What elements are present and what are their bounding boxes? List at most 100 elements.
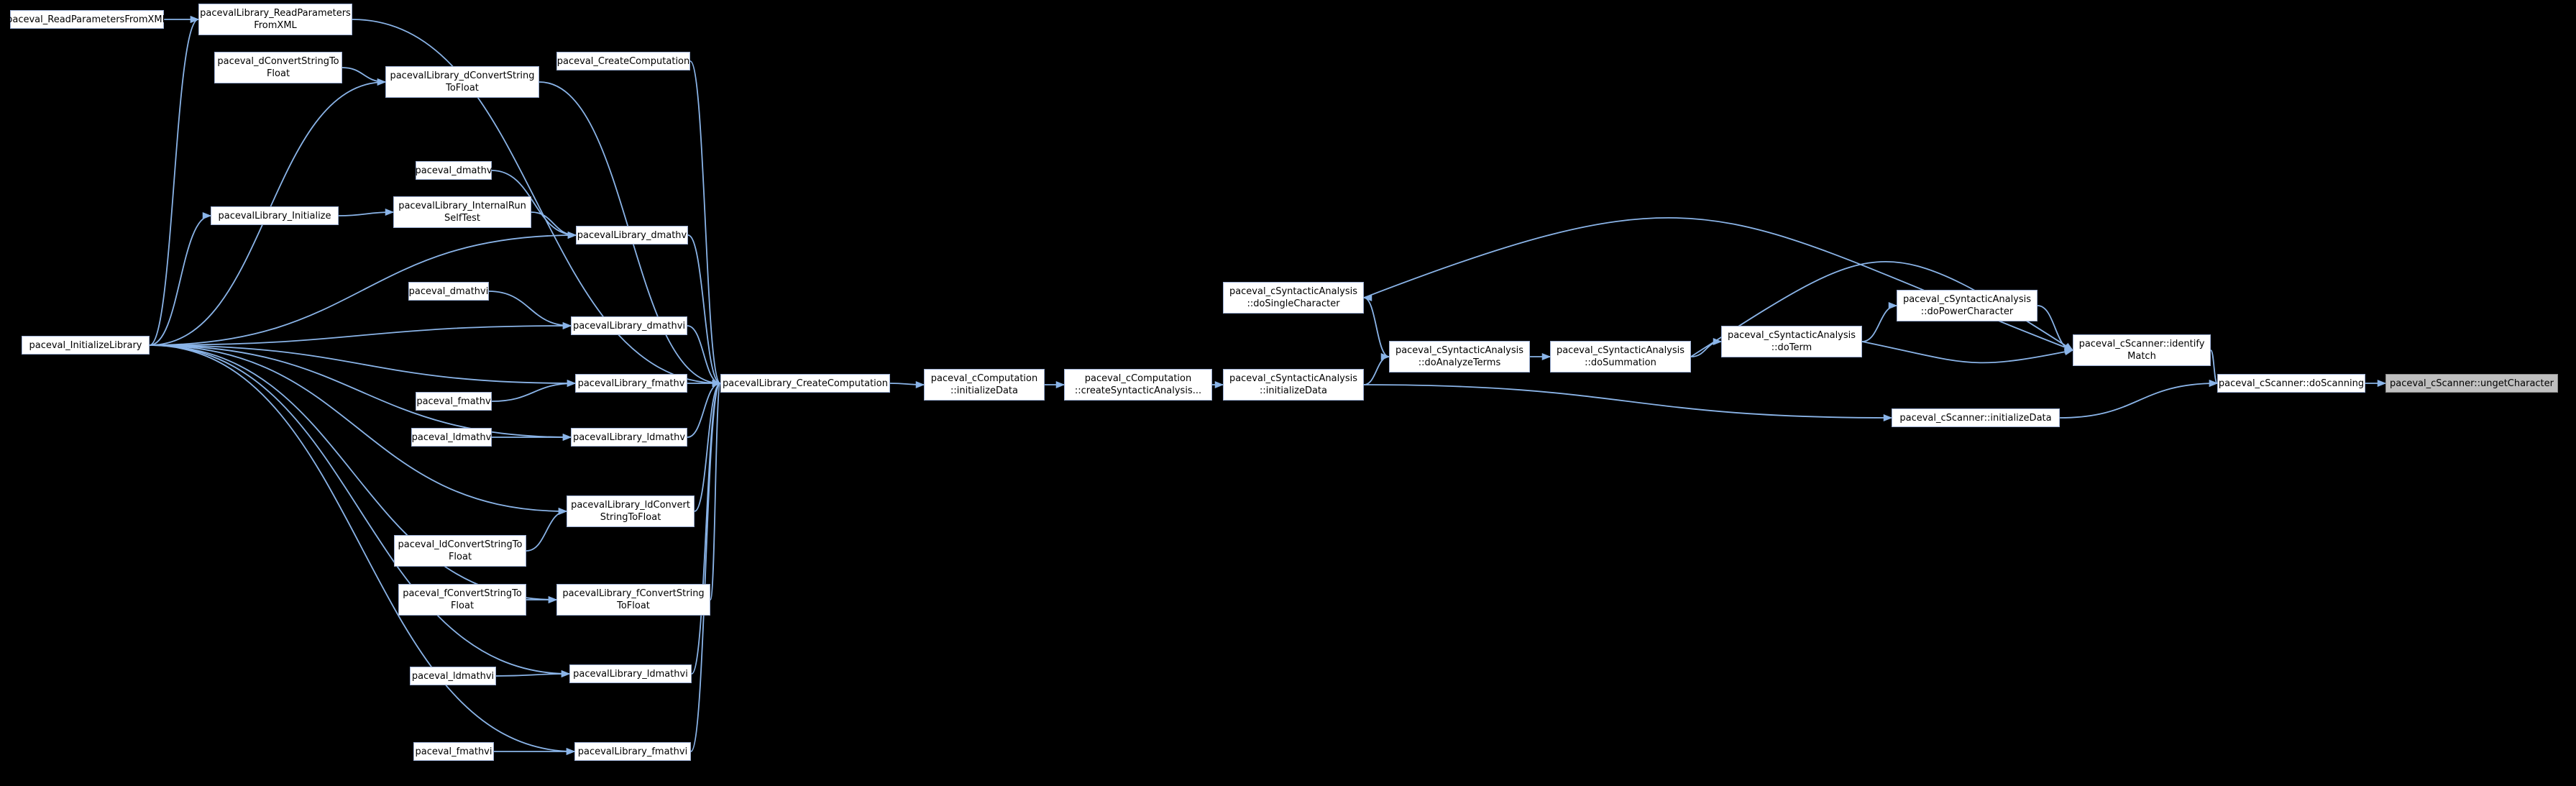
- call-edge: [149, 344, 571, 677]
- graph-node[interactable]: pacevalLibrary_fmathv: [575, 374, 687, 393]
- graph-node[interactable]: pacevalLibrary_dmathvi: [571, 316, 687, 335]
- graph-node[interactable]: paceval_fmathv: [416, 392, 492, 411]
- graph-node[interactable]: paceval_InitializeLibrary: [22, 336, 150, 355]
- graph-node-label: ::initializeData: [1260, 385, 1327, 396]
- call-edge: [1690, 338, 1723, 357]
- graph-node[interactable]: paceval_cSyntacticAnalysis::doTerm: [1721, 326, 1862, 357]
- graph-node[interactable]: paceval_cComputation::initializeData: [924, 369, 1045, 401]
- call-edge: [149, 344, 576, 755]
- call-edge: [352, 19, 722, 387]
- graph-node-label: FromXML: [254, 20, 297, 31]
- graph-node-label: paceval_ldConvertStringTo: [398, 539, 523, 550]
- graph-node-label: paceval_cSyntacticAnalysis: [1902, 294, 2032, 305]
- graph-node-label: SelfTest: [444, 213, 481, 224]
- call-edge: [691, 380, 722, 675]
- graph-node-label: pacevalLibrary_fmathvi: [577, 746, 688, 757]
- graph-node-label: paceval_fConvertStringTo: [403, 588, 522, 599]
- graph-node-label: paceval_cScanner::doScanning: [2218, 378, 2365, 389]
- graph-node[interactable]: paceval_CreateComputation: [556, 52, 690, 70]
- graph-node-label: paceval_cScanner::initializeData: [1899, 412, 2052, 424]
- call-edge: [149, 344, 572, 441]
- graph-node-label: pacevalLibrary_ldConvert: [571, 500, 690, 511]
- graph-node-label: pacevalLibrary_dmathv: [577, 229, 687, 241]
- call-edge: [149, 16, 200, 346]
- graph-node-label: pacevalLibrary_CreateComputation: [723, 378, 888, 389]
- graph-node[interactable]: paceval_dmathv: [415, 161, 492, 180]
- call-edge: [694, 380, 722, 512]
- graph-node[interactable]: paceval_dmathvi: [408, 282, 489, 301]
- graph-node[interactable]: paceval_cScanner::doScanning: [2217, 374, 2365, 393]
- graph-node[interactable]: pacevalLibrary_CreateComputation: [720, 374, 890, 393]
- graph-node-current: paceval_cScanner::ungetCharacter: [2385, 374, 2558, 393]
- graph-node[interactable]: paceval_cScanner::initializeData: [1892, 408, 2060, 427]
- graph-node-label: Float: [266, 68, 290, 79]
- graph-node[interactable]: paceval_cComputation::createSyntacticAna…: [1064, 369, 1212, 401]
- graph-node-label: paceval_ReadParametersFromXML: [6, 14, 168, 25]
- graph-node-label: StringToFloat: [600, 512, 661, 523]
- graph-node-label: ::doTerm: [1771, 342, 1812, 353]
- graph-node-label: ::doAnalyzeTerms: [1418, 357, 1501, 368]
- graph-node-label: paceval_InitializeLibrary: [29, 339, 142, 351]
- graph-node-label: Float: [450, 600, 475, 611]
- call-edge: [690, 380, 722, 752]
- graph-node[interactable]: pacevalLibrary_Initialize: [211, 206, 339, 225]
- graph-node-label: ::initializeData: [950, 385, 1018, 396]
- call-edge: [1363, 353, 1390, 385]
- graph-node-label: paceval_cSyntacticAnalysis: [1556, 345, 1685, 356]
- graph-node-label: paceval_cSyntacticAnalysis: [1727, 330, 1856, 341]
- call-edge: [149, 322, 572, 346]
- graph-node-label: ToFloat: [446, 83, 479, 93]
- graph-node-label: paceval_CreateComputation: [556, 55, 690, 67]
- graph-node[interactable]: paceval_ldmathvi: [410, 667, 496, 685]
- graph-node[interactable]: pacevalLibrary_dmathv: [576, 226, 688, 245]
- call-edge: [687, 234, 722, 387]
- graph-node-label: pacevalLibrary_dConvertString: [390, 70, 535, 81]
- graph-node-label: ToFloat: [617, 600, 650, 611]
- call-edge: [149, 212, 212, 346]
- graph-node-label: ::createSyntacticAnalysis...: [1074, 385, 1202, 396]
- call-edge: [342, 67, 387, 86]
- graph-node-label: paceval_ldmathvi: [411, 670, 495, 682]
- graph-node-label: paceval_dmathv: [415, 165, 492, 176]
- graph-node[interactable]: paceval_fmathvi: [413, 742, 494, 761]
- call-edge: [2059, 380, 2219, 419]
- call-edge: [710, 380, 722, 600]
- call-edge: [689, 60, 722, 387]
- graph-node-label: paceval_cComputation: [930, 373, 1038, 384]
- graph-node[interactable]: pacevalLibrary_ldmathv: [571, 428, 687, 447]
- call-edge: [1363, 384, 1893, 421]
- graph-node-label: paceval_cSyntacticAnalysis: [1229, 286, 1358, 297]
- call-edge: [526, 508, 568, 552]
- graph-node-label: paceval_ldmathv: [411, 431, 492, 443]
- graph-node-label: paceval_fmathv: [416, 396, 491, 407]
- graph-node[interactable]: paceval_cSyntacticAnalysis::doPowerChara…: [1897, 290, 2038, 321]
- graph-node-label: paceval_cSyntacticAnalysis: [1229, 373, 1358, 384]
- call-edge: [531, 211, 577, 239]
- graph-node[interactable]: paceval_ReadParametersFromXML: [6, 10, 168, 29]
- graph-node-label: pacevalLibrary_ldmathvi: [573, 668, 688, 680]
- graph-node-label: ::doSummation: [1585, 357, 1656, 368]
- graph-node[interactable]: pacevalLibrary_ldmathvi: [569, 664, 692, 683]
- graph-node-label: pacevalLibrary_fmathv: [577, 378, 685, 389]
- graph-node[interactable]: paceval_cSyntacticAnalysis::initializeDa…: [1223, 369, 1364, 401]
- call-edge: [1362, 294, 1390, 357]
- graph-node[interactable]: paceval_cSyntacticAnalysis::doSingleChar…: [1223, 282, 1364, 314]
- graph-node[interactable]: pacevalLibrary_fmathvi: [574, 742, 691, 761]
- graph-node[interactable]: paceval_cSyntacticAnalysis::doSummation: [1550, 341, 1691, 373]
- graph-node[interactable]: paceval_cSyntacticAnalysis::doAnalyzeTer…: [1389, 341, 1530, 373]
- call-edge: [488, 291, 572, 329]
- graph-node-label: Float: [448, 552, 472, 562]
- call-edge: [1861, 341, 2074, 364]
- graph-node[interactable]: paceval_ldmathv: [411, 428, 492, 447]
- graph-node-label: Match: [2127, 351, 2156, 362]
